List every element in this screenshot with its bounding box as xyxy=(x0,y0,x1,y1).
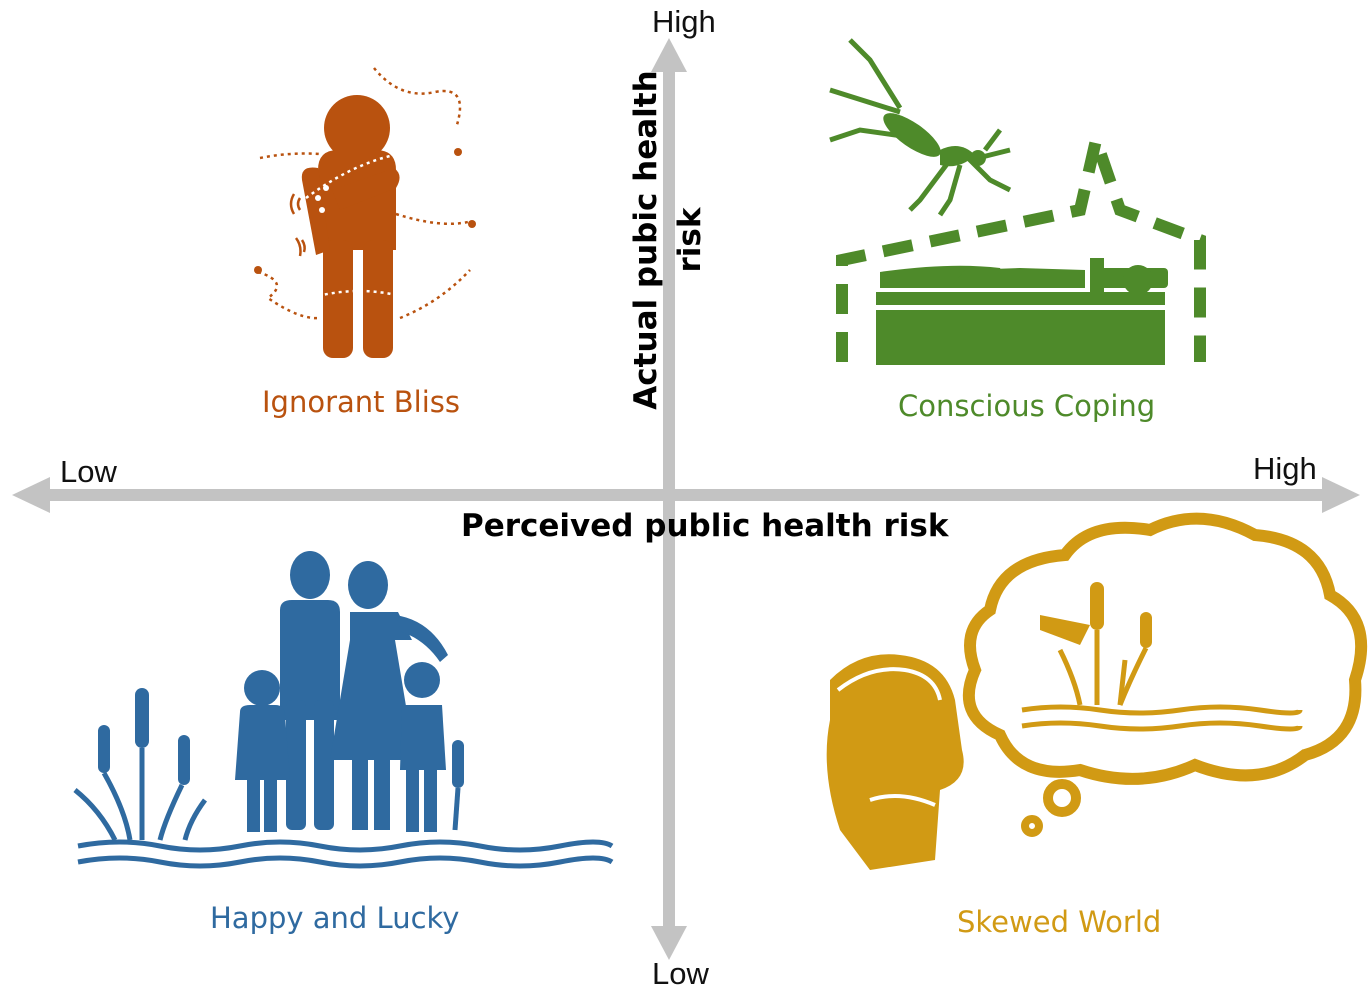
x-axis-title: Perceived public health risk xyxy=(461,508,949,544)
quadrant-label-conscious-coping: Conscious Coping xyxy=(898,389,1156,423)
y-axis-low-label: Low xyxy=(652,956,709,991)
itching-person-icon xyxy=(254,67,476,358)
mosquito-net-bed-icon xyxy=(829,38,1206,365)
y-axis-title-line1: Actual pubic health xyxy=(628,70,664,410)
y-axis-title: Actual pubic health risk xyxy=(624,50,712,430)
quadrant-label-happy-and-lucky: Happy and Lucky xyxy=(210,901,460,935)
x-axis-high-label: High xyxy=(1253,451,1317,486)
horizontal-axis-arrow xyxy=(12,477,1360,513)
x-axis-low-label: Low xyxy=(60,454,117,489)
quadrant-label-ignorant-bliss: Ignorant Bliss xyxy=(262,385,460,419)
thinking-person-icon xyxy=(826,512,1368,870)
family-by-water-icon xyxy=(73,551,614,869)
mosquito-icon xyxy=(829,38,1012,217)
thought-bubble-icon xyxy=(962,512,1368,837)
y-axis-high-label: High xyxy=(652,4,716,39)
quadrant-label-skewed-world: Skewed World xyxy=(957,905,1162,939)
y-axis-title-line2: risk xyxy=(672,207,708,273)
